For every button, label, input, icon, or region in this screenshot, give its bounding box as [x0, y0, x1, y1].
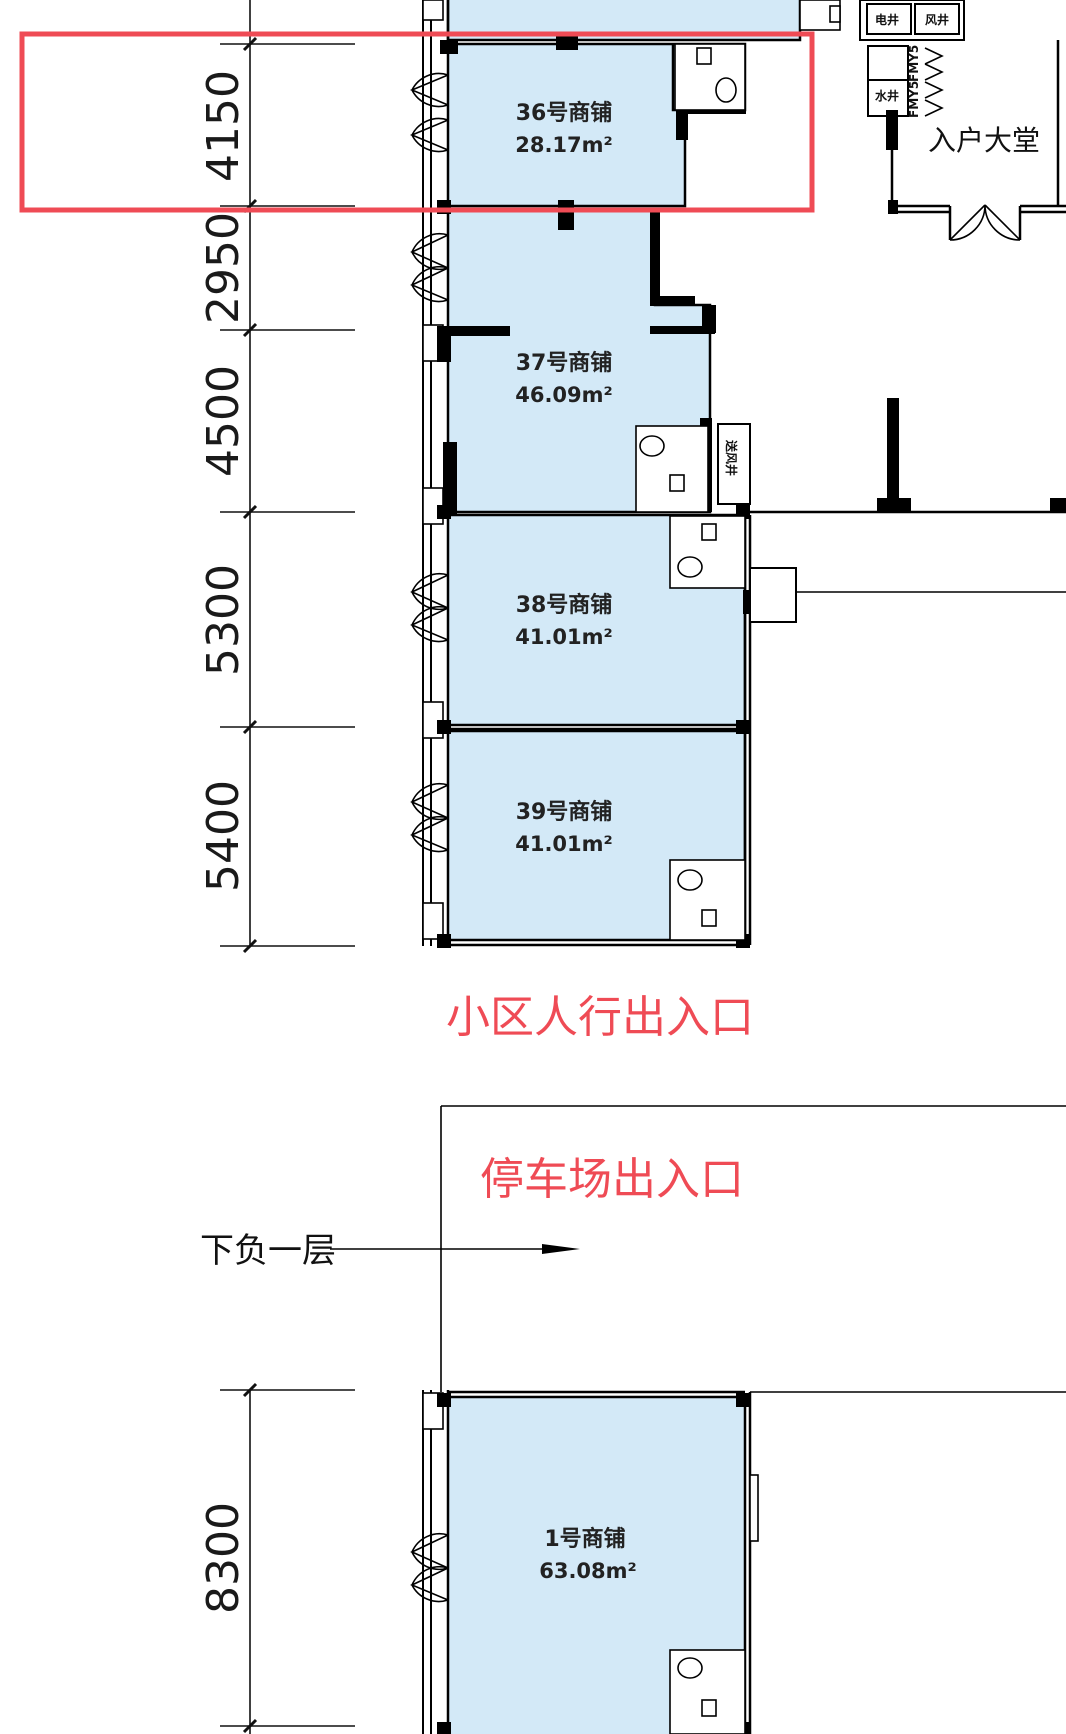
- fire-door-swings: [924, 47, 944, 117]
- lobby-columns: [877, 110, 1066, 512]
- dimension-4150: 4150: [198, 70, 249, 182]
- fire-door-label-a: FMY5: [907, 45, 921, 82]
- dimension-2950: 2950: [198, 212, 249, 324]
- dimension-4500: 4500: [198, 365, 249, 477]
- shop-36-fill: [448, 44, 745, 206]
- pedestrian-entrance-label: 小区人行出入口: [446, 992, 754, 1043]
- storefront-doors: [409, 72, 449, 1603]
- shop-35-partial-fill: [448, 0, 800, 40]
- dimension-line: [220, 0, 355, 1734]
- shop-39-name: 39号商铺: [516, 799, 613, 825]
- dimension-5400: 5400: [198, 780, 249, 892]
- shop-37-name: 37号商铺: [516, 350, 613, 376]
- dimension-5300: 5300: [198, 564, 249, 676]
- shop-labels: 36号商铺 28.17m² 37号商铺 46.09m² 38号商铺 41.01m…: [515, 100, 637, 1583]
- shop-36-name: 36号商铺: [516, 100, 613, 126]
- parking-entrance-label: 停车场出入口: [480, 1154, 744, 1205]
- shop-1-area: 63.08m²: [539, 1559, 637, 1583]
- highlight-box: [19, 31, 815, 213]
- shop-1-name: 1号商铺: [544, 1526, 625, 1552]
- air-shaft-label: 风井: [925, 12, 949, 27]
- side-box: [749, 567, 797, 623]
- water-shaft-label: 水井: [875, 88, 899, 103]
- facade-walls: [422, 0, 450, 1734]
- facade-columns: [422, 0, 444, 1430]
- shop-37-area: 46.09m²: [515, 383, 613, 407]
- basement-label: 下负一层: [200, 1231, 336, 1271]
- shop-38-area: 41.01m²: [515, 625, 613, 649]
- dimension-ticks: [242, 36, 258, 1734]
- shop-1-side-window: [749, 1474, 759, 1542]
- exhaust-shaft-label: 送风井: [724, 439, 739, 476]
- shop-36-area: 28.17m²: [515, 133, 613, 157]
- service-shafts: [717, 0, 965, 505]
- lobby-label: 入户大堂: [928, 124, 1040, 157]
- lobby-door: [949, 204, 1021, 241]
- shop-fills: [448, 0, 800, 1734]
- toilets: [635, 0, 841, 1734]
- shop-39-area: 41.01m²: [515, 832, 613, 856]
- elec-shaft-label: 电井: [875, 12, 899, 27]
- fire-door-label-b: FMY5: [907, 81, 921, 118]
- basement-arrow: [330, 1244, 580, 1254]
- shop-38-name: 38号商铺: [516, 592, 613, 618]
- lobby-walls: [750, 40, 1066, 514]
- dimension-8300: 8300: [198, 1502, 249, 1614]
